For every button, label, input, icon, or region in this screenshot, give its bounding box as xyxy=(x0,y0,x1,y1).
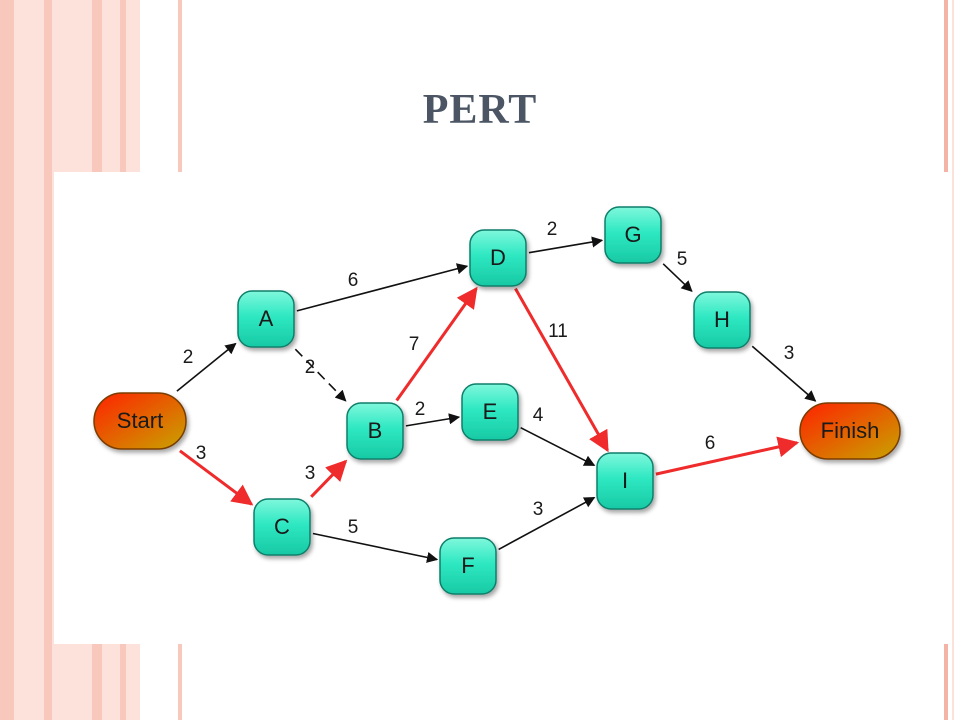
node-e: E xyxy=(461,383,519,441)
edge-weight-label: 2 xyxy=(305,357,316,378)
node-label: B xyxy=(368,418,383,443)
node-label: E xyxy=(483,399,498,424)
right-border-rule xyxy=(952,0,954,720)
task-node-shape xyxy=(237,290,295,348)
node-h: H xyxy=(693,291,751,349)
node-g: G xyxy=(604,206,662,264)
edge-I-finish xyxy=(655,436,800,476)
terminal-node-shape xyxy=(799,402,901,460)
node-label: I xyxy=(622,468,628,493)
edge-weight-label: 11 xyxy=(548,321,568,342)
stripe xyxy=(0,0,14,720)
edge-weight-label: 7 xyxy=(409,334,420,355)
node-start: Start xyxy=(93,392,187,450)
edge-weight-label: 2 xyxy=(415,399,426,420)
task-node-shape xyxy=(596,452,654,510)
edge-A-D xyxy=(296,263,469,312)
task-node-shape xyxy=(693,291,751,349)
edge-D-I xyxy=(514,287,609,453)
edge-C-B xyxy=(310,459,348,498)
task-node-shape xyxy=(469,229,527,287)
edge-weight-label: 5 xyxy=(677,249,688,270)
task-node-shape xyxy=(604,206,662,264)
stripe xyxy=(44,0,52,720)
edge-D-G xyxy=(528,236,604,254)
node-label: C xyxy=(274,514,290,539)
node-c: C xyxy=(253,498,311,556)
terminal-node-shape xyxy=(93,392,187,450)
slide-title: PERT xyxy=(422,87,538,133)
node-label: D xyxy=(490,245,506,270)
edge-weight-label: 3 xyxy=(196,443,207,464)
task-node-shape xyxy=(253,498,311,556)
edge-weight-label: 4 xyxy=(533,405,544,426)
edge-start-A xyxy=(176,342,237,392)
edge-weight-label: 3 xyxy=(533,499,544,520)
node-label: A xyxy=(259,306,274,331)
node-finish: Finish xyxy=(799,402,901,460)
edge-H-finish xyxy=(751,345,817,402)
edge-weight-label: 3 xyxy=(784,343,795,364)
task-node-shape xyxy=(346,402,404,460)
node-a: A xyxy=(237,290,295,348)
stripe xyxy=(14,0,44,720)
edge-weight-label: 2 xyxy=(183,347,194,368)
edge-weight-label: 3 xyxy=(305,463,316,484)
node-b: B xyxy=(346,402,404,460)
task-node-shape xyxy=(439,537,497,595)
edge-G-H xyxy=(662,263,693,292)
edge-C-F xyxy=(312,532,439,563)
node-label: Finish xyxy=(821,418,880,443)
task-node-shape xyxy=(461,383,519,441)
edge-weight-label: 6 xyxy=(348,270,359,291)
node-label: G xyxy=(624,222,641,247)
node-label: H xyxy=(714,307,730,332)
edge-B-E xyxy=(405,413,461,427)
edge-F-I xyxy=(498,496,596,551)
edge-weight-label: 2 xyxy=(547,219,558,240)
node-label: F xyxy=(461,553,474,578)
edge-weight-label: 6 xyxy=(705,433,716,454)
node-i: I xyxy=(596,452,654,510)
edge-A-B xyxy=(294,348,347,402)
edge-E-I xyxy=(520,426,596,467)
nodes-layer: Start A B C D E F G H I Finish xyxy=(93,206,901,595)
edges-layer: 2 3 6 2 3 5 7 2 2 11 5 4 3 3 6 xyxy=(176,219,817,563)
node-f: F xyxy=(439,537,497,595)
edge-weight-label: 5 xyxy=(348,517,359,538)
edge-start-C xyxy=(179,449,254,506)
edge-B-D xyxy=(395,286,478,402)
node-label: Start xyxy=(117,408,163,433)
node-d: D xyxy=(469,229,527,287)
